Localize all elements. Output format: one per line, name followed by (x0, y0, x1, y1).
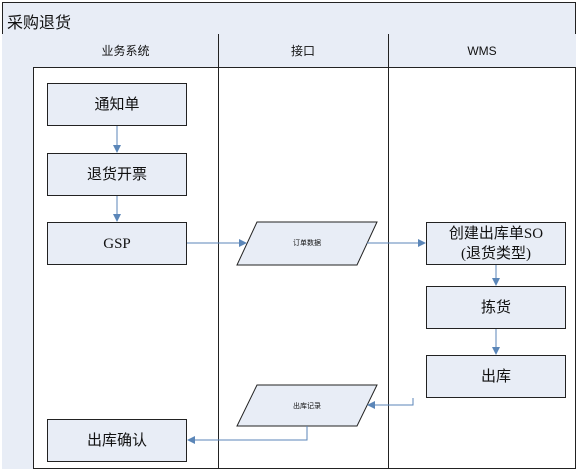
diagram-title: 采购退货 (7, 15, 72, 32)
node-picking: 拣货 (426, 286, 566, 329)
swimlane-left-strip (2, 34, 34, 469)
node-notice: 通知单 (47, 83, 187, 126)
node-outbound-record-shape (236, 384, 378, 427)
lane-header-wms: WMS (388, 34, 576, 68)
diagram-title-bar: 采购退货 (2, 2, 576, 35)
node-create-outbound-order: 创建出库单SO (退货类型) (426, 222, 566, 265)
node-return-invoice: 退货开票 (47, 153, 187, 196)
arrow-outbound-to-record (367, 398, 414, 409)
node-order-data: 订单数据 (293, 239, 321, 247)
lane-header-interface: 接口 (218, 34, 388, 68)
lane-divider-1 (218, 34, 219, 469)
node-outbound-record: 出库记录 (293, 402, 321, 410)
node-gsp: GSP (47, 222, 187, 265)
node-order-data-shape (236, 221, 378, 266)
node-outbound: 出库 (426, 355, 566, 398)
node-outbound-confirm: 出库确认 (47, 419, 187, 462)
arrow-record-to-confirm (187, 426, 308, 444)
lane-header-business-system: 业务系统 (33, 34, 218, 68)
lane-divider-2 (388, 34, 389, 469)
